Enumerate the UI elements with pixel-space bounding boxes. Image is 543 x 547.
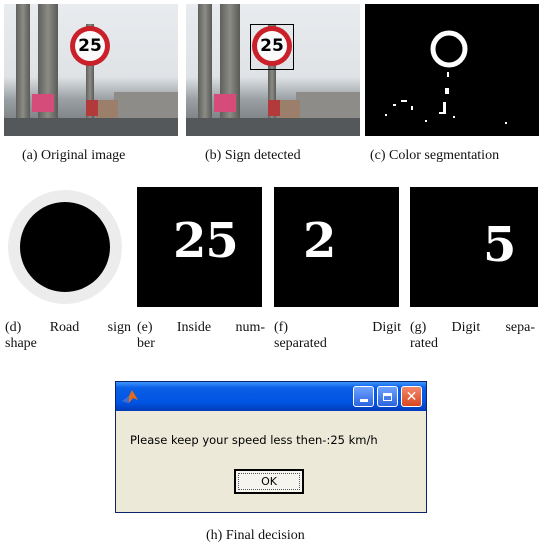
- sign-detected-image: 25: [186, 4, 360, 136]
- number-25: 25: [173, 213, 239, 269]
- caption-e-line1: (e) Inside num-: [137, 320, 265, 335]
- road-sign-shape-image: [5, 187, 125, 307]
- matlab-logo-icon: [122, 390, 138, 403]
- caption-a: (a) Original image: [22, 148, 126, 163]
- digit-2: 2: [303, 213, 337, 269]
- speed-sign: 25: [257, 31, 287, 61]
- detection-box: [250, 24, 294, 70]
- dialog-titlebar[interactable]: ✕: [116, 382, 426, 411]
- ok-button-label: OK: [261, 475, 277, 488]
- ok-button[interactable]: OK: [234, 469, 304, 494]
- digit-5: 5: [483, 217, 517, 273]
- final-decision-dialog: ✕ Please keep your speed less then-:25 k…: [115, 381, 427, 513]
- caption-d-line2: shape: [5, 336, 37, 351]
- caption-g-line1: (g) Digit sepa-: [410, 320, 535, 335]
- caption-e-line2: ber: [137, 336, 155, 351]
- original-image: 25: [4, 4, 178, 136]
- caption-f-line2: separated: [274, 336, 327, 351]
- maximize-button[interactable]: [377, 386, 398, 407]
- speed-sign: 25: [75, 31, 105, 61]
- close-button[interactable]: ✕: [401, 386, 422, 407]
- digit-5-image: 5: [410, 187, 538, 307]
- caption-f-line1: (f) Digit: [274, 320, 401, 335]
- caption-h: (h) Final decision: [206, 528, 305, 543]
- inside-number-image: 25: [137, 187, 262, 307]
- caption-b: (b) Sign detected: [205, 148, 301, 163]
- digit-2-image: 2: [274, 187, 399, 307]
- dialog-message: Please keep your speed less then-:25 km/…: [130, 433, 378, 447]
- caption-d-line1: (d) Road sign: [5, 320, 131, 335]
- caption-g-line2: rated: [410, 336, 438, 351]
- caption-c: (c) Color segmentation: [370, 148, 500, 163]
- minimize-button[interactable]: [353, 386, 374, 407]
- close-icon: ✕: [405, 388, 418, 405]
- color-segmentation-image: [365, 4, 539, 136]
